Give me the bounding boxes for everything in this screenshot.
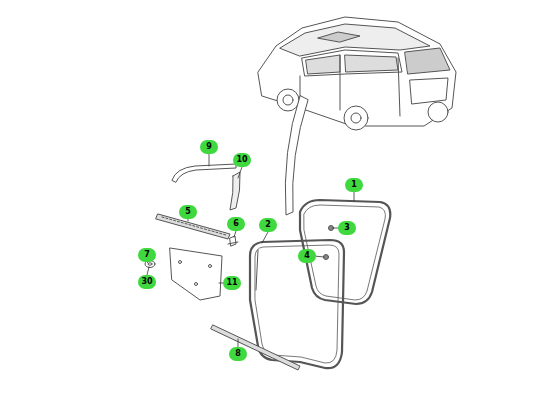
leader-lines bbox=[147, 154, 354, 347]
callout-number: 7 bbox=[138, 248, 156, 262]
callout-number: 1 bbox=[345, 178, 363, 192]
callout-number: 11 bbox=[223, 276, 241, 290]
vehicle-view bbox=[258, 17, 456, 130]
callout-number: 3 bbox=[338, 221, 356, 235]
callout-number: 30 bbox=[138, 275, 156, 289]
callout-number: 9 bbox=[200, 140, 218, 154]
callout-number: 2 bbox=[259, 218, 277, 232]
callout-number: 10 bbox=[233, 153, 251, 167]
callout-number: 5 bbox=[179, 205, 197, 219]
callout-number: 8 bbox=[229, 347, 247, 361]
callout-number: 6 bbox=[227, 217, 245, 231]
callout-number: 4 bbox=[298, 249, 316, 263]
view-pointer bbox=[285, 96, 308, 215]
